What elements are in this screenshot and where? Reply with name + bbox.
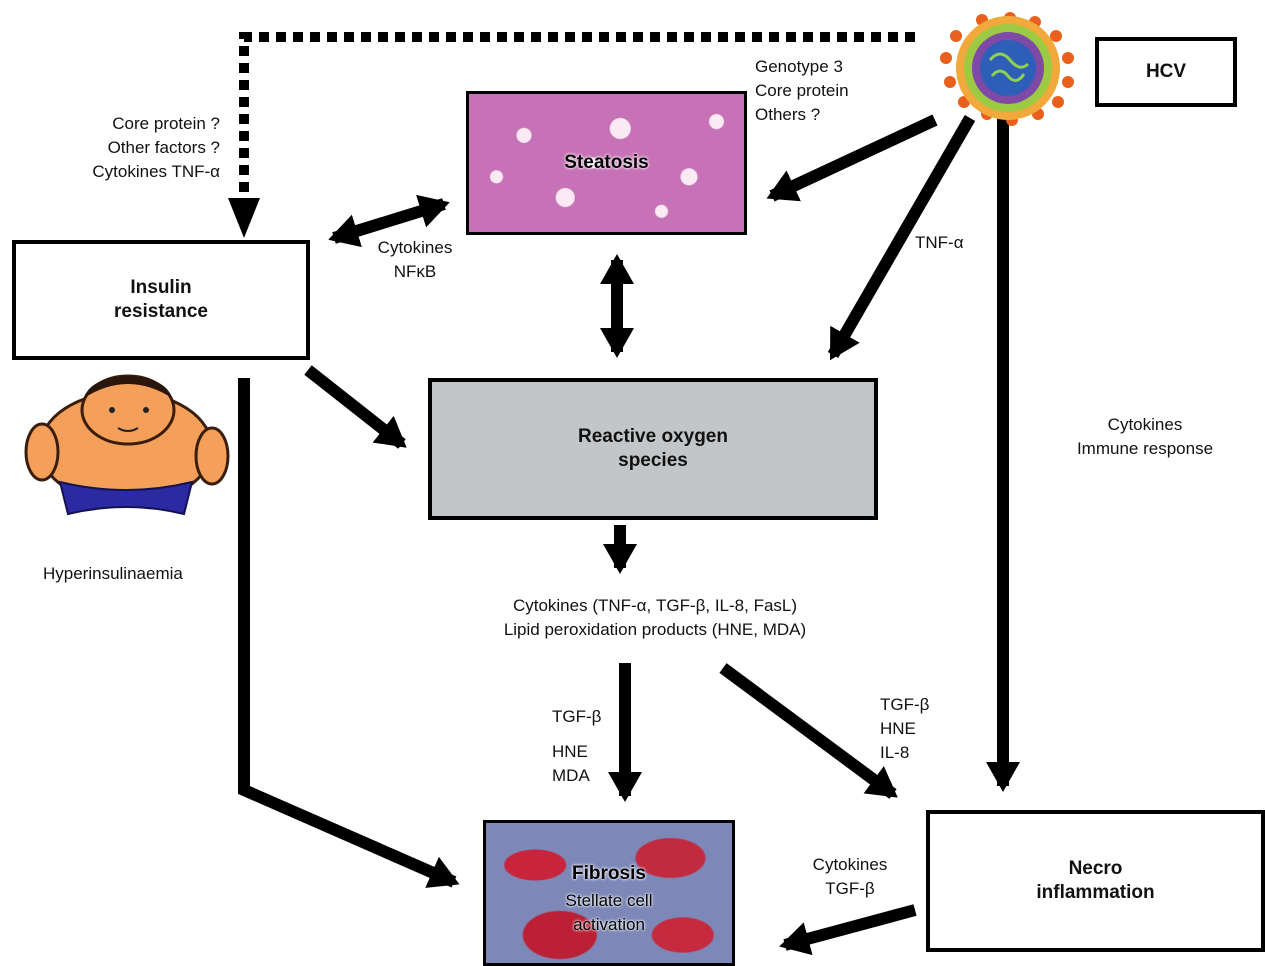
insulin-resistance-label: Insulin resistance	[113, 277, 208, 322]
insulin-resistance-box: Insulin resistance	[12, 240, 310, 360]
ros-box: Reactive oxygen species	[428, 378, 878, 520]
arrow-hcv-to-ros	[827, 114, 976, 361]
arrow-necro-to-fibrosis	[779, 904, 917, 956]
fibrosis-sublabel: Stellate cell activation	[565, 891, 653, 934]
arrow-products-to-necro	[719, 663, 898, 799]
hcv-label: HCV	[1145, 61, 1187, 82]
steatosis-image: Steatosis	[466, 91, 747, 235]
arrow-insulin-steatosis	[328, 194, 450, 248]
hcv-to-steatosis-factors: Genotype 3 Core protein Others ?	[755, 57, 849, 124]
fibrosis-label: Fibrosis	[572, 863, 646, 884]
arrow-hcv-to-steatosis	[766, 114, 938, 202]
to-fibrosis-hne-label: HNE MDA	[552, 742, 590, 785]
necro-inflammation-label: Necro inflammation	[1036, 858, 1155, 903]
virus-icon	[940, 12, 1074, 126]
steatosis-label: Steatosis	[564, 152, 649, 173]
necro-to-fibrosis-label: Cytokines TGF-β	[812, 855, 888, 898]
arrow-insulin-to-fibrosis	[238, 378, 460, 888]
to-fibrosis-tgf-label: TGF-β	[552, 707, 602, 726]
ros-label: Reactive oxygen species	[578, 426, 728, 471]
tnf-label: TNF-α	[915, 233, 964, 252]
arrow-insulin-to-ros	[304, 365, 407, 449]
cytokines-immune-label: Cytokines Immune response	[1076, 415, 1214, 458]
necro-inflammation-box: Necro inflammation	[926, 810, 1265, 952]
arrowhead-hcv-to-insulin	[228, 198, 260, 238]
ros-products-label: Cytokines (TNF-α, TGF-β, IL-8, FasL) Lip…	[503, 596, 807, 639]
insulin-steatosis-mediators: Cytokines NFκB	[377, 238, 453, 281]
to-necro-label: TGF-β HNE IL-8	[880, 695, 930, 762]
sumo-wrestler-icon	[24, 374, 230, 516]
fibrosis-image: Fibrosis Stellate cell activation	[483, 820, 735, 966]
hyperinsulinaemia-label: Hyperinsulinaemia	[43, 564, 183, 583]
hcv-to-insulin-factors: Core protein ? Other factors ? Cytokines…	[92, 114, 220, 181]
arrow-hcv-to-insulin	[239, 32, 915, 200]
hcv-box: HCV	[1095, 37, 1237, 107]
